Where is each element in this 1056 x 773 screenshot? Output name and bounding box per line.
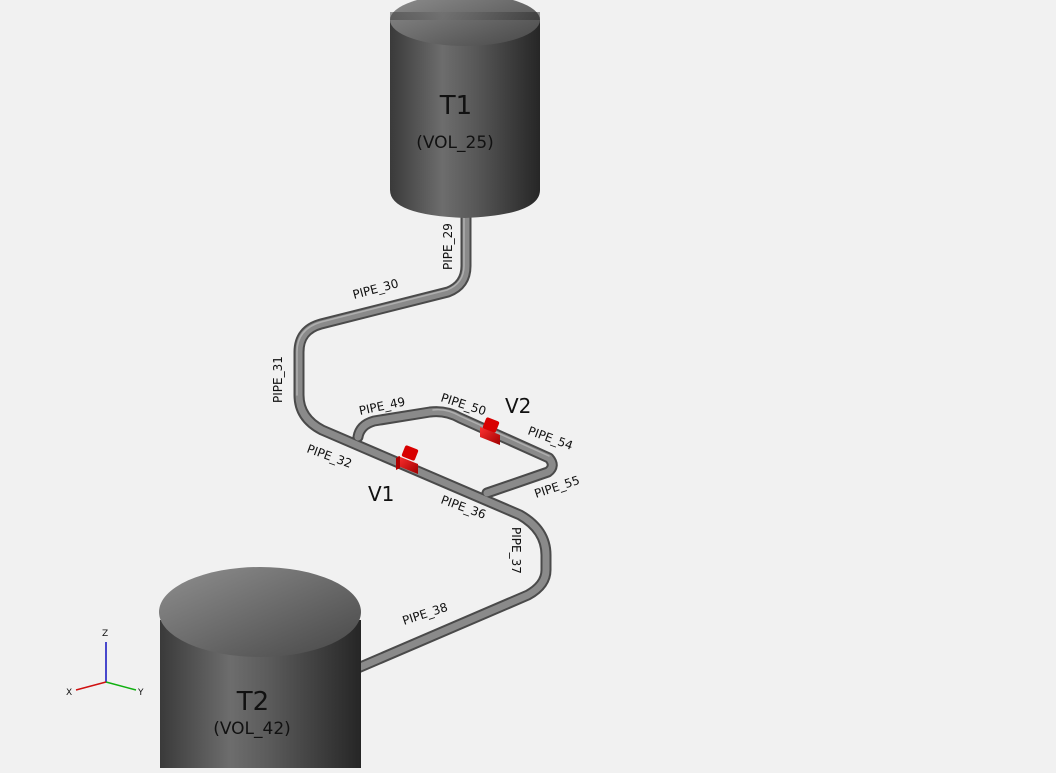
tank-t2-title: T2 xyxy=(236,687,269,717)
axis-x-label: X xyxy=(66,688,72,698)
tank-t1-title: T1 xyxy=(439,91,472,121)
valve-v1-label: V1 xyxy=(368,482,394,506)
valve-v2[interactable] xyxy=(480,417,500,445)
pipe-main-line xyxy=(295,208,550,672)
tank-t1-volume: (VOL_25) xyxy=(416,133,494,153)
axis-triad: Z X Y xyxy=(66,629,144,698)
pipe-label-38: PIPE_38 xyxy=(401,600,450,628)
pipe-label-30: PIPE_30 xyxy=(351,276,400,302)
valve-v1[interactable] xyxy=(396,445,419,474)
axis-y-label: Y xyxy=(137,688,144,698)
pipe-label-37: PIPE_37 xyxy=(509,527,523,574)
valve-v2-label: V2 xyxy=(505,394,531,418)
tank-t2-volume: (VOL_42) xyxy=(213,719,291,739)
pipe-label-29: PIPE_29 xyxy=(441,223,455,270)
pipe-label-31: PIPE_31 xyxy=(271,356,285,403)
tank-t1[interactable]: T1 (VOL_25) xyxy=(390,0,540,218)
tank-t2[interactable]: T2 (VOL_42) xyxy=(159,567,361,768)
pipe-bypass-loop xyxy=(354,408,556,497)
axis-z-label: Z xyxy=(102,629,108,639)
pipe-network[interactable] xyxy=(293,206,558,674)
